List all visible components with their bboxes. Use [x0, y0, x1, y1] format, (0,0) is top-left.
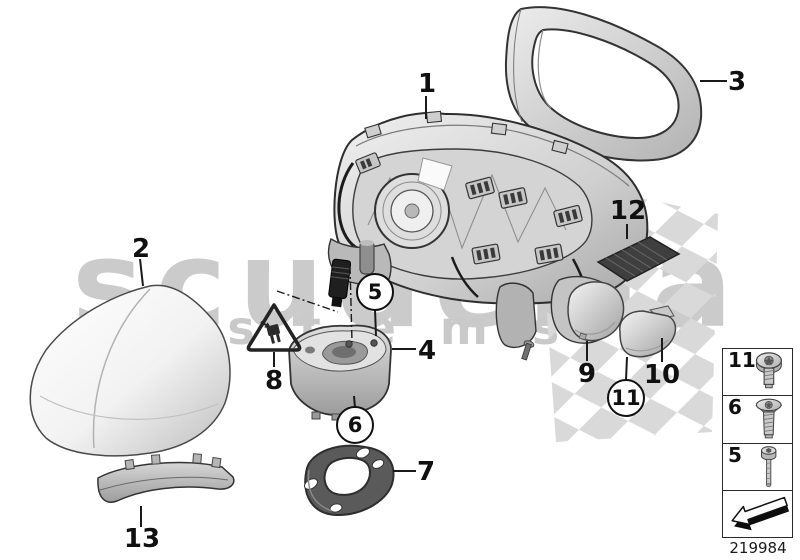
- button-head-screw-icon: [755, 352, 782, 389]
- callout-9: 9: [577, 359, 597, 389]
- part-cover-left: [567, 281, 625, 342]
- diagram-part-number: 219984: [729, 539, 787, 557]
- part-mirror-housing-assembly: [327, 110, 649, 361]
- callout-2: 2: [131, 234, 151, 264]
- warning-triangle-icon: [246, 303, 302, 352]
- alignment-dash-lines: [276, 265, 353, 343]
- legend-row-5: 5: [723, 444, 792, 491]
- legend-label-5: 5: [728, 442, 742, 467]
- callout-4: 4: [417, 336, 437, 366]
- part-base-gasket: [304, 444, 395, 517]
- part-mirror-cap: [29, 284, 231, 457]
- legend-row-11: 11: [723, 348, 792, 397]
- part-mirror-frame: [504, 6, 703, 162]
- callout-13: 13: [123, 524, 161, 554]
- wiring-connector: [328, 258, 352, 308]
- callout-7: 7: [416, 457, 436, 487]
- plug-icon: [260, 320, 281, 344]
- callout-8: 8: [264, 366, 284, 396]
- socket-cap-screw-icon: [760, 445, 777, 487]
- legend-label-11: 11: [728, 348, 756, 372]
- legend-row-6: 6: [723, 395, 792, 444]
- countersunk-screw-icon: [755, 398, 783, 439]
- legend-label-6: 6: [728, 395, 742, 420]
- callout-11: 11: [607, 379, 645, 417]
- callout-10: 10: [643, 360, 681, 390]
- callout-3: 3: [727, 67, 747, 97]
- part-cover-right: [619, 305, 677, 358]
- callout-1: 1: [417, 69, 437, 99]
- fastener-legend-box: 11 6: [722, 348, 793, 538]
- callout-5: 5: [356, 273, 394, 311]
- legend-row-direction: [723, 491, 792, 537]
- part-lower-trim: [97, 453, 235, 503]
- callout-6: 6: [336, 406, 374, 444]
- direction-arrow-icon: [731, 496, 790, 531]
- callout-12: 12: [609, 196, 647, 226]
- part-adhesive-pad: [596, 236, 681, 282]
- part-mirror-base: [288, 324, 392, 421]
